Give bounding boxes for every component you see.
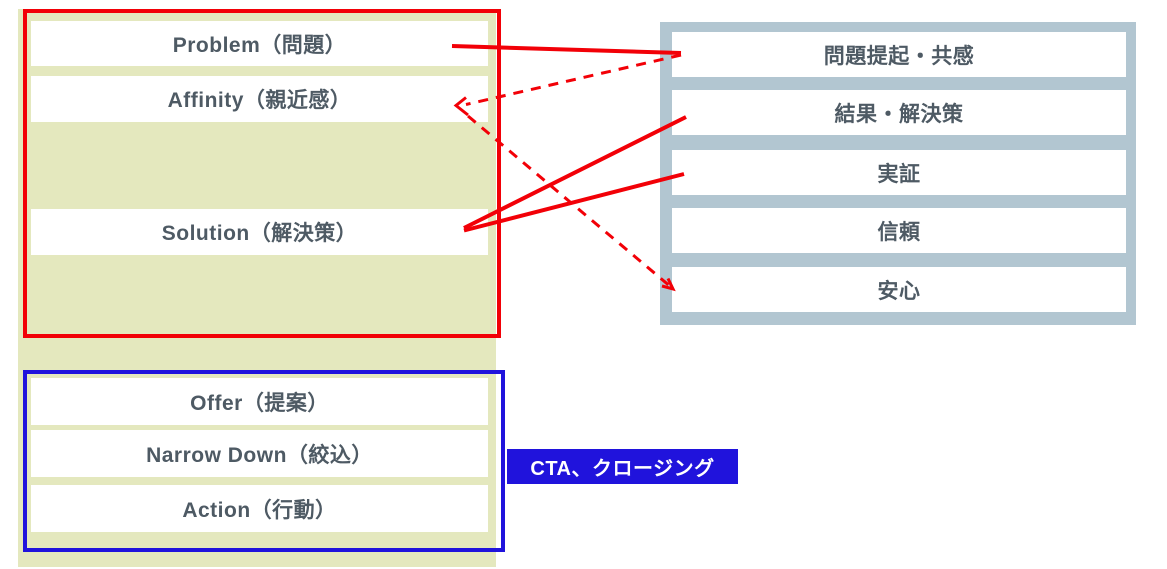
right-row-problem-empathy: 問題提起・共感 [672, 32, 1126, 77]
right-row-trust: 信頼 [672, 208, 1126, 253]
left-row-solution: Solution（解決策） [31, 209, 488, 255]
left-row-offer: Offer（提案） [31, 378, 488, 425]
left-row-action: Action（行動） [31, 485, 488, 532]
left-row-narrow-down: Narrow Down（絞込） [31, 430, 488, 477]
cta-closing-label: CTA、クロージング [507, 449, 738, 484]
right-row-proof: 実証 [672, 150, 1126, 195]
left-row-affinity: Affinity（親近感） [31, 76, 488, 122]
right-row-result-solution: 結果・解決策 [672, 90, 1126, 135]
lower-group-blue-outline [23, 370, 505, 552]
left-row-problem: Problem（問題） [31, 21, 488, 66]
right-row-reassurance: 安心 [672, 267, 1126, 312]
